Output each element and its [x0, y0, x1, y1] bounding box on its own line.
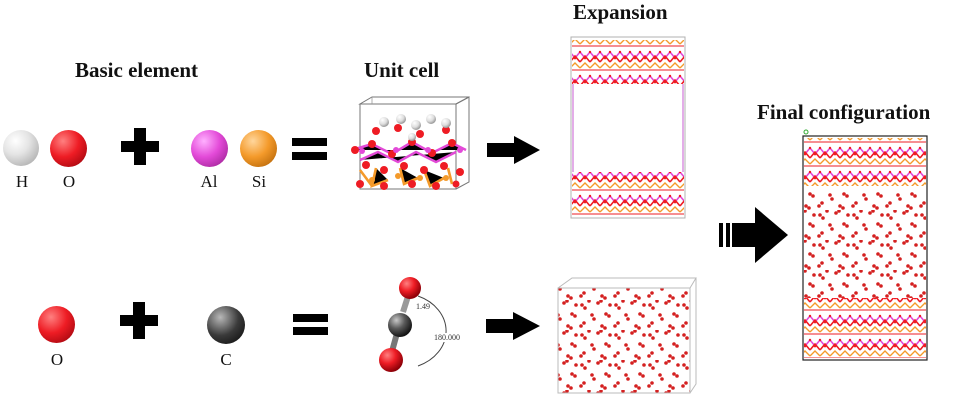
- final-configuration-structure: [802, 129, 928, 361]
- co2-molecule: [379, 277, 447, 372]
- arrow-right-icon-2: [486, 312, 540, 340]
- bond-length-label: 1.49: [416, 302, 430, 311]
- equals-operator-2: [293, 314, 328, 335]
- element-label-o-2: O: [50, 350, 64, 369]
- plus-operator-2: [120, 302, 158, 339]
- expansion-structure: [570, 36, 686, 219]
- element-label-o: O: [62, 172, 76, 191]
- hydrogen-atom-icon: [3, 130, 39, 166]
- heading-unit-cell: Unit cell: [364, 58, 440, 82]
- arrow-right-icon: [487, 136, 540, 164]
- equals-operator: [292, 138, 327, 160]
- carbon-atom-icon: [207, 306, 245, 344]
- heading-expansion: Expansion: [573, 0, 668, 24]
- heading-final-configuration: Final configuration: [757, 100, 931, 124]
- big-arrow-right-icon: [719, 207, 788, 263]
- angle-label: 180.000: [434, 333, 460, 342]
- element-label-si: Si: [251, 172, 267, 191]
- silicon-atom-icon: [240, 130, 277, 167]
- unit-cell-structure: [351, 96, 470, 190]
- element-label-c: C: [220, 350, 232, 369]
- plus-operator: [121, 128, 159, 165]
- co2-box-structure: [557, 277, 697, 394]
- heading-basic-element: Basic element: [75, 58, 199, 82]
- oxygen-atom-icon-2: [38, 306, 75, 343]
- oxygen-atom-icon: [50, 130, 87, 167]
- element-label-h: H: [15, 172, 29, 191]
- element-label-al: Al: [200, 172, 218, 191]
- aluminum-atom-icon: [191, 130, 228, 167]
